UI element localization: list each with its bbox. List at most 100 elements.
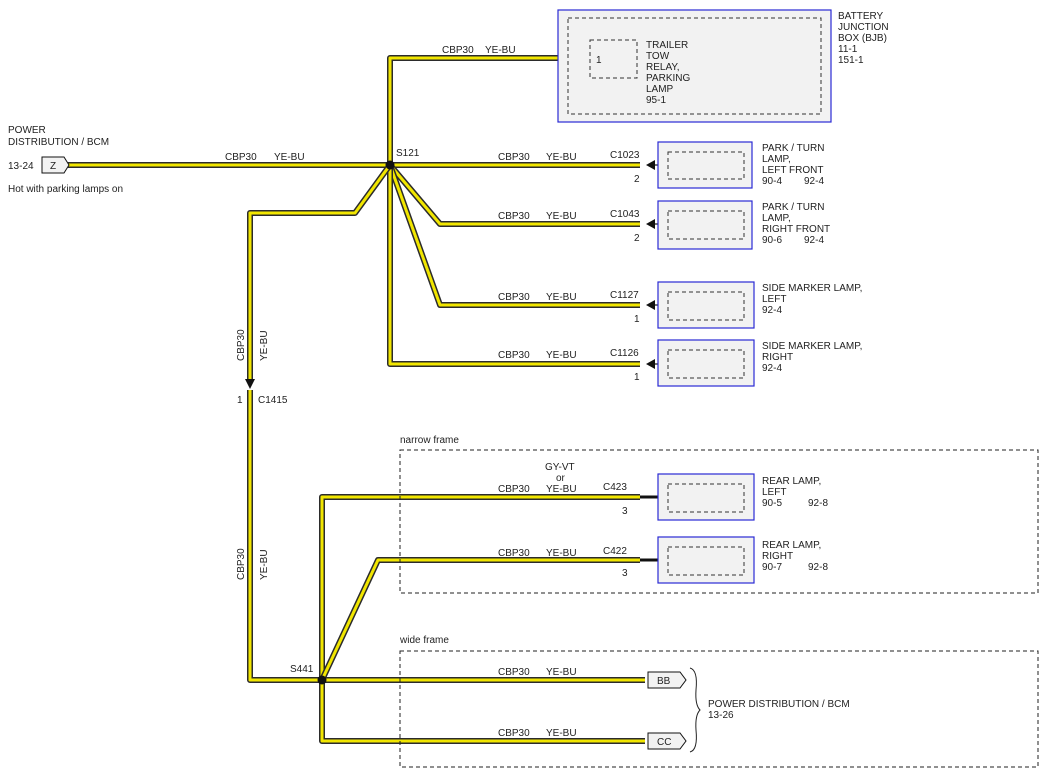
- wide-frame-section: wide frame CBP30 YE-BU BB CBP30 YE-BU CC…: [399, 635, 1039, 768]
- bjb-wire-code: CBP30: [442, 45, 474, 56]
- relay-label-3: RELAY,: [646, 62, 680, 73]
- vertical-lower-wire-code: CBP30: [236, 548, 247, 580]
- bjb-title-3: BOX (BJB): [838, 33, 887, 44]
- cc-wire-color: YE-BU: [546, 728, 577, 739]
- rear-l-label-2: LEFT: [762, 487, 786, 498]
- wire-s121-vertical[interactable]: [247, 163, 393, 383]
- source-wire-color: YE-BU: [274, 152, 305, 163]
- marker-r-box[interactable]: [657, 339, 755, 387]
- lamp-lf-pin: 2: [634, 174, 640, 185]
- marker-r-wire-code: CBP30: [498, 350, 530, 361]
- wire-c1415-s441[interactable]: [247, 390, 322, 683]
- source-pin-tag[interactable]: [41, 156, 70, 174]
- side-marker-left: CBP30 YE-BU C1127 1 SIDE MARKER LAMP, LE…: [498, 281, 862, 329]
- rear-l-pin: 3: [622, 506, 628, 517]
- lamp-lf-ref-1: 90-4: [762, 176, 782, 187]
- lamp-rf-box[interactable]: [657, 200, 753, 250]
- bjb-pin: 1: [596, 55, 602, 66]
- relay-label-1: TRAILER: [646, 40, 688, 51]
- splice-s441-label: S441: [290, 664, 314, 675]
- relay-label-2: TOW: [646, 51, 670, 62]
- rear-r-wire-color: YE-BU: [546, 548, 577, 559]
- bjb-title-2: JUNCTION: [838, 22, 889, 33]
- bjb-title-1: BATTERY: [838, 11, 884, 22]
- bjb-ref-2: 151-1: [838, 55, 864, 66]
- lamp-rf-arrow: [646, 219, 655, 229]
- wires: [68, 55, 645, 744]
- lamp-right-front: CBP30 YE-BU C1043 2 PARK / TURN LAMP, RI…: [498, 200, 830, 250]
- marker-r-ref-1: 92-4: [762, 363, 782, 374]
- source-title-line2: DISTRIBUTION / BCM: [8, 137, 109, 148]
- lamp-lf-box[interactable]: [657, 141, 753, 189]
- lamp-lf-arrow: [646, 160, 655, 170]
- splice-s121-dot[interactable]: [385, 160, 395, 170]
- relay-box[interactable]: [589, 39, 638, 79]
- rear-r-label-1: REAR LAMP,: [762, 540, 821, 551]
- source-power-distribution: POWER DISTRIBUTION / BCM 13-24 Z Hot wit…: [8, 125, 305, 195]
- marker-r-connector: C1126: [610, 348, 639, 359]
- marker-r-arrow: [646, 359, 655, 369]
- source-title-line1: POWER: [8, 125, 46, 136]
- wire-s121-c1127[interactable]: [387, 163, 640, 308]
- marker-r-label-1: SIDE MARKER LAMP,: [762, 341, 862, 352]
- vertical-run: CBP30 YE-BU 1 C1415 CBP30 YE-BU: [236, 329, 288, 580]
- vertical-upper-wire-code: CBP30: [236, 329, 247, 361]
- narrow-frame-section: narrow frame GY-VT or YE-BU CBP30 C423 3…: [399, 435, 1039, 594]
- lamp-lf-wire-code: CBP30: [498, 152, 530, 163]
- c1415-pin: 1: [237, 395, 243, 406]
- rear-l-connector: C423: [603, 482, 627, 493]
- splice-s441-dot[interactable]: [317, 675, 327, 685]
- lamp-lf-label-2: LAMP,: [762, 154, 791, 165]
- lamp-lf-label-1: PARK / TURN: [762, 143, 824, 154]
- lamp-rf-pin: 2: [634, 233, 640, 244]
- bb-pin-tag[interactable]: [647, 671, 687, 689]
- output-bracket: [689, 667, 701, 753]
- wide-frame-label: wide frame: [399, 635, 449, 646]
- lamp-rf-label-3: RIGHT FRONT: [762, 224, 830, 235]
- rear-r-wire-code: CBP30: [498, 548, 530, 559]
- marker-r-pin: 1: [634, 372, 640, 383]
- marker-l-wire-color: YE-BU: [546, 292, 577, 303]
- cc-wire-code: CBP30: [498, 728, 530, 739]
- marker-l-box[interactable]: [657, 281, 755, 329]
- c1415-arrow[interactable]: [245, 379, 255, 389]
- lamp-lf-wire-color: YE-BU: [546, 152, 577, 163]
- marker-l-pin: 1: [634, 314, 640, 325]
- side-marker-right: CBP30 YE-BU C1126 1 SIDE MARKER LAMP, RI…: [498, 339, 862, 387]
- c1415-label: C1415: [258, 395, 288, 406]
- rear-r-ref-2: 92-8: [808, 562, 828, 573]
- rear-l-ref-2: 92-8: [808, 498, 828, 509]
- source-wire-code: CBP30: [225, 152, 257, 163]
- bjb-box[interactable]: [557, 9, 832, 123]
- cc-pin-tag[interactable]: [647, 732, 687, 750]
- relay-label-5: LAMP: [646, 84, 674, 95]
- rear-r-connector: C422: [603, 546, 627, 557]
- narrow-frame-border: [399, 449, 1039, 594]
- lamp-left-front: CBP30 YE-BU C1023 2 PARK / TURN LAMP, LE…: [498, 141, 824, 189]
- marker-r-wire-color: YE-BU: [546, 350, 577, 361]
- rear-r-box[interactable]: [657, 536, 755, 584]
- dest-ref: 13-26: [708, 710, 734, 721]
- wire-s441-c423[interactable]: [319, 494, 640, 680]
- rear-l-wire-code: CBP30: [498, 484, 530, 495]
- rear-r-ref-1: 90-7: [762, 562, 782, 573]
- lamp-rf-wire-code: CBP30: [498, 211, 530, 222]
- rear-l-ref-1: 90-5: [762, 498, 782, 509]
- lamp-lf-ref-2: 92-4: [804, 176, 824, 187]
- battery-junction-box: 1 TRAILER TOW RELAY, PARKING LAMP 95-1 B…: [442, 9, 889, 123]
- rear-l-box[interactable]: [657, 473, 755, 521]
- marker-l-ref-1: 92-4: [762, 305, 782, 316]
- lamp-rf-label-2: LAMP,: [762, 213, 791, 224]
- bb-wire-color: YE-BU: [546, 667, 577, 678]
- wire-s441-cc[interactable]: [319, 680, 645, 744]
- lamp-lf-connector: C1023: [610, 150, 640, 161]
- marker-l-label-2: LEFT: [762, 294, 786, 305]
- source-pin-label: Z: [50, 161, 56, 172]
- bb-pin-label: BB: [657, 676, 671, 687]
- wide-frame-border: [399, 650, 1039, 768]
- lamp-rf-label-1: PARK / TURN: [762, 202, 824, 213]
- lamp-rf-ref-2: 92-4: [804, 235, 824, 246]
- bb-wire-code: CBP30: [498, 667, 530, 678]
- rear-l-alt-3: YE-BU: [546, 484, 577, 495]
